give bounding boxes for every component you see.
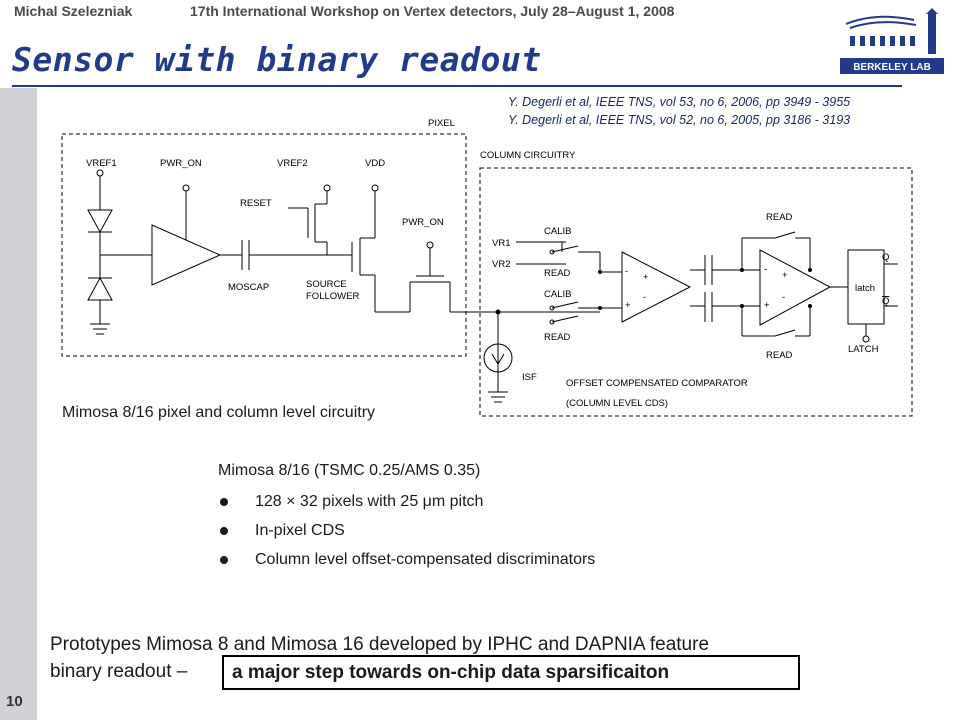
read-label-3: READ [766,212,793,223]
list-item: In-pixel CDS [218,519,595,548]
workshop-name: 17th International Workshop on Vertex de… [190,3,675,19]
comp1-plus-2: + [625,300,631,311]
latch-label: LATCH [848,344,879,355]
vref1-label: VREF1 [86,158,117,169]
comp1-minus-2: - [643,292,646,303]
author-name: Michal Szelezniak [14,3,133,19]
bullet-icon [220,527,228,535]
highlight-box: a major step towards on-chip data sparsi… [222,655,800,690]
calib-label-2: CALIB [544,289,571,300]
reference-1: Y. Degerli et al, IEEE TNS, vol 53, no 6… [508,95,851,109]
vref1-terminal [96,169,104,177]
reset-label: RESET [240,198,272,209]
pixel-label: PIXEL [428,118,455,129]
occ-label: OFFSET COMPENSATED COMPARATOR [566,378,748,389]
comp2-plus: + [782,270,788,281]
vdd-terminal [371,184,379,192]
bullet-icon [220,498,228,506]
latch-text: latch [855,283,875,294]
calib-label-1: CALIB [544,226,571,237]
diode-top [87,209,113,234]
berkeley-lab-logo: BERKELEY LAB [840,8,944,74]
summary-line-2: binary readout – [50,661,188,682]
source-label: SOURCE [306,279,347,290]
schematic-caption: Mimosa 8/16 pixel and column level circu… [62,404,376,421]
vr1-label: VR1 [492,238,510,249]
latch-terminal [862,335,870,343]
column-boundary [479,167,913,417]
vref2-terminal [323,184,331,192]
highlight-text: a major step towards on-chip data sparsi… [232,662,670,683]
list-item: 128 × 32 pixels with 25 μm pitch [218,490,595,519]
vref2-label: VREF2 [277,158,308,169]
comp1-minus: - [625,266,628,277]
list-item: Column level offset-compensated discrimi… [218,548,595,577]
diode-bottom [87,276,113,301]
summary-line-1: Prototypes Mimosa 8 and Mimosa 16 develo… [50,634,710,655]
vdd-label: VDD [365,158,385,169]
cds-label: (COLUMN LEVEL CDS) [566,398,668,409]
title-rule [12,85,902,87]
q-label: Q [882,252,889,263]
reference-2: Y. Degerli et al, IEEE TNS, vol 52, no 6… [508,113,851,127]
comp2-minus: - [764,264,767,275]
sidebar-strip [0,88,37,720]
slide-header: Michal Szelezniak 17th International Wor… [0,0,960,22]
comp2-plus-2: + [764,300,770,311]
comp1-plus: + [643,272,649,283]
comparator-stage-2 [759,249,832,326]
circuit-schematic: PIXEL COLUMN CIRCUITRY VREF1 PWR_ON VREF… [61,118,913,417]
logo-text: BERKELEY LAB [853,62,931,73]
spec-title: Mimosa 8/16 (TSMC 0.25/AMS 0.35) [218,462,481,479]
pwr-on-label: PWR_ON [160,158,202,169]
spec-list: 128 × 32 pixels with 25 μm pitch In-pixe… [218,490,595,577]
pixel-boundary [61,133,467,357]
vr2-label: VR2 [492,259,510,270]
comp2-minus-2: - [782,292,785,303]
pwr-on2-terminal [426,241,434,249]
read-label-4: READ [766,350,793,361]
page-number: 10 [6,693,23,710]
follower-label: FOLLOWER [306,291,359,302]
comparator-stage-1 [621,251,692,323]
slide-title: Sensor with binary readout [12,40,542,79]
isf-label: ISF [522,372,537,383]
read-label-1: READ [544,268,571,279]
column-label: COLUMN CIRCUITRY [480,150,576,161]
pwr-on-terminal [182,184,190,192]
pwr-on2-label: PWR_ON [402,217,444,228]
bullet-icon [220,556,228,564]
qbar-label: Q [882,296,889,307]
moscap-label: MOSCAP [228,282,269,293]
read-label-2: READ [544,332,571,343]
